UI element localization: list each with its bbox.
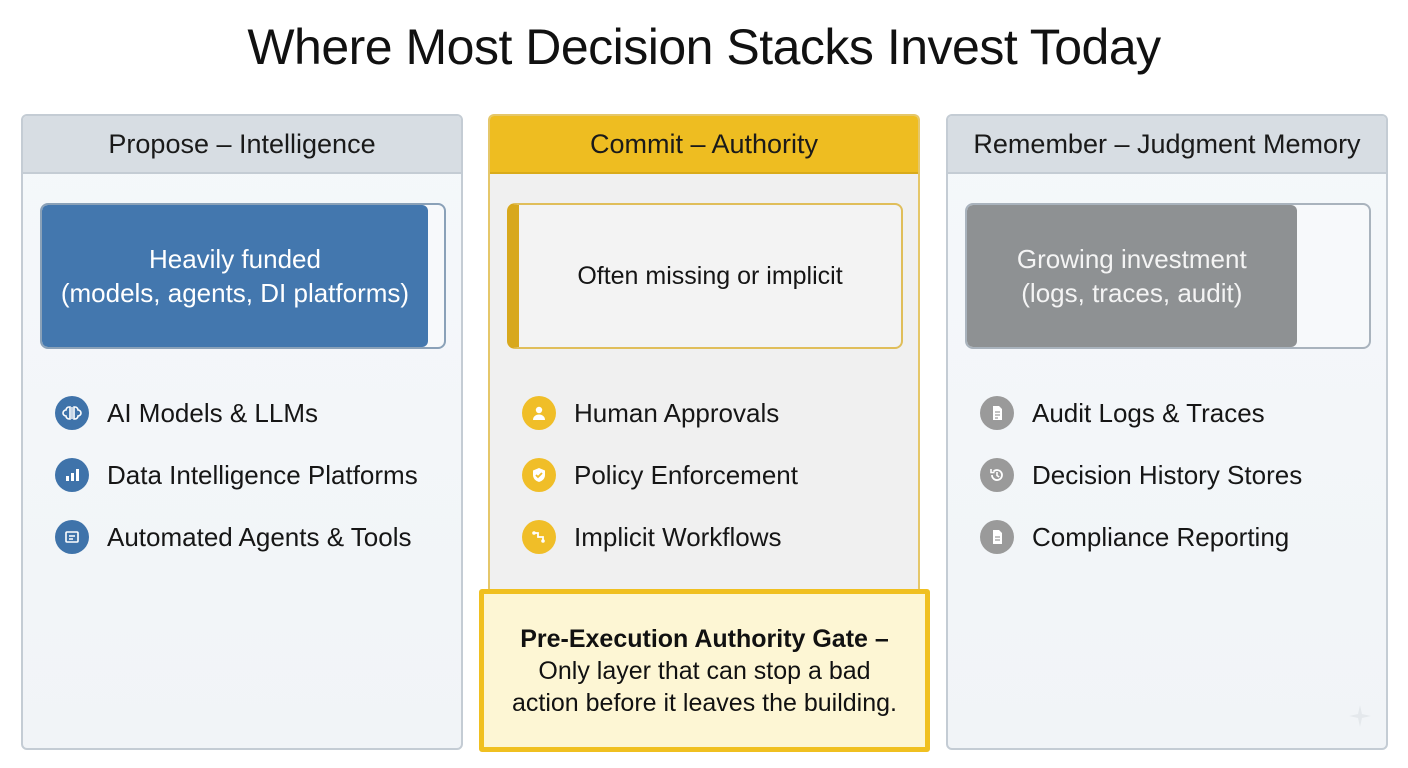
investment-panel-remember: Growing investment (logs, traces, audit) <box>965 203 1371 349</box>
diagram-title: Where Most Decision Stacks Invest Today <box>247 19 1161 75</box>
item-list-propose: AI Models & LLMs Data Intelligence Platf… <box>55 382 418 568</box>
shield-check-icon <box>522 458 556 492</box>
sparkle-icon <box>1349 705 1371 727</box>
list-item: Implicit Workflows <box>522 506 798 568</box>
document-icon <box>980 396 1014 430</box>
item-label: Decision History Stores <box>1032 459 1303 490</box>
list-item: AI Models & LLMs <box>55 382 418 444</box>
list-item: Human Approvals <box>522 382 798 444</box>
panel-line: Growing investment <box>1016 244 1247 274</box>
panel-line: Heavily funded <box>148 244 321 274</box>
column-header-propose: Propose – Intelligence <box>23 116 461 174</box>
report-icon <box>980 520 1014 554</box>
brain-icon <box>55 396 89 430</box>
column-header-commit: Commit – Authority <box>490 116 918 174</box>
item-label: Implicit Workflows <box>574 521 782 552</box>
list-item: Audit Logs & Traces <box>980 382 1302 444</box>
item-label: Policy Enforcement <box>574 459 798 490</box>
column-header-remember: Remember – Judgment Memory <box>948 116 1386 174</box>
gate-line: Only layer that can stop a bad <box>538 656 871 685</box>
gate-heading: Pre-Execution Authority Gate – <box>520 624 889 653</box>
item-list-commit: Human Approvals Policy Enforcement Impli… <box>522 382 798 568</box>
bar-chart-icon <box>55 458 89 492</box>
authority-gate-callout: Pre-Execution Authority Gate – Only laye… <box>479 589 930 752</box>
item-list-remember: Audit Logs & Traces Decision History Sto… <box>980 382 1302 568</box>
item-label: Automated Agents & Tools <box>107 521 412 552</box>
list-item: Policy Enforcement <box>522 444 798 506</box>
gate-line: action before it leaves the building. <box>512 688 897 717</box>
item-label: AI Models & LLMs <box>107 397 318 428</box>
person-icon <box>522 396 556 430</box>
column-commit: Commit – Authority Often missing or impl… <box>488 114 920 592</box>
tools-icon <box>55 520 89 554</box>
item-label: Compliance Reporting <box>1032 521 1290 552</box>
investment-fill-remember: Growing investment (logs, traces, audit) <box>967 205 1297 347</box>
list-item: Compliance Reporting <box>980 506 1302 568</box>
investment-panel-propose: Heavily funded (models, agents, DI platf… <box>40 203 446 349</box>
list-item: Data Intelligence Platforms <box>55 444 418 506</box>
list-item: Decision History Stores <box>980 444 1302 506</box>
column-remember: Remember – Judgment Memory Growing inves… <box>946 114 1388 750</box>
panel-line: (logs, traces, audit) <box>1021 278 1243 308</box>
column-propose: Propose – Intelligence Heavily funded (m… <box>21 114 463 750</box>
panel-line: (models, agents, DI platforms) <box>60 278 410 308</box>
list-item: Automated Agents & Tools <box>55 506 418 568</box>
investment-panel-commit: Often missing or implicit <box>507 203 903 349</box>
item-label: Data Intelligence Platforms <box>107 459 418 490</box>
workflow-icon <box>522 520 556 554</box>
investment-fill-propose: Heavily funded (models, agents, DI platf… <box>42 205 428 347</box>
item-label: Human Approvals <box>574 397 780 428</box>
item-label: Audit Logs & Traces <box>1032 397 1265 428</box>
history-icon <box>980 458 1014 492</box>
